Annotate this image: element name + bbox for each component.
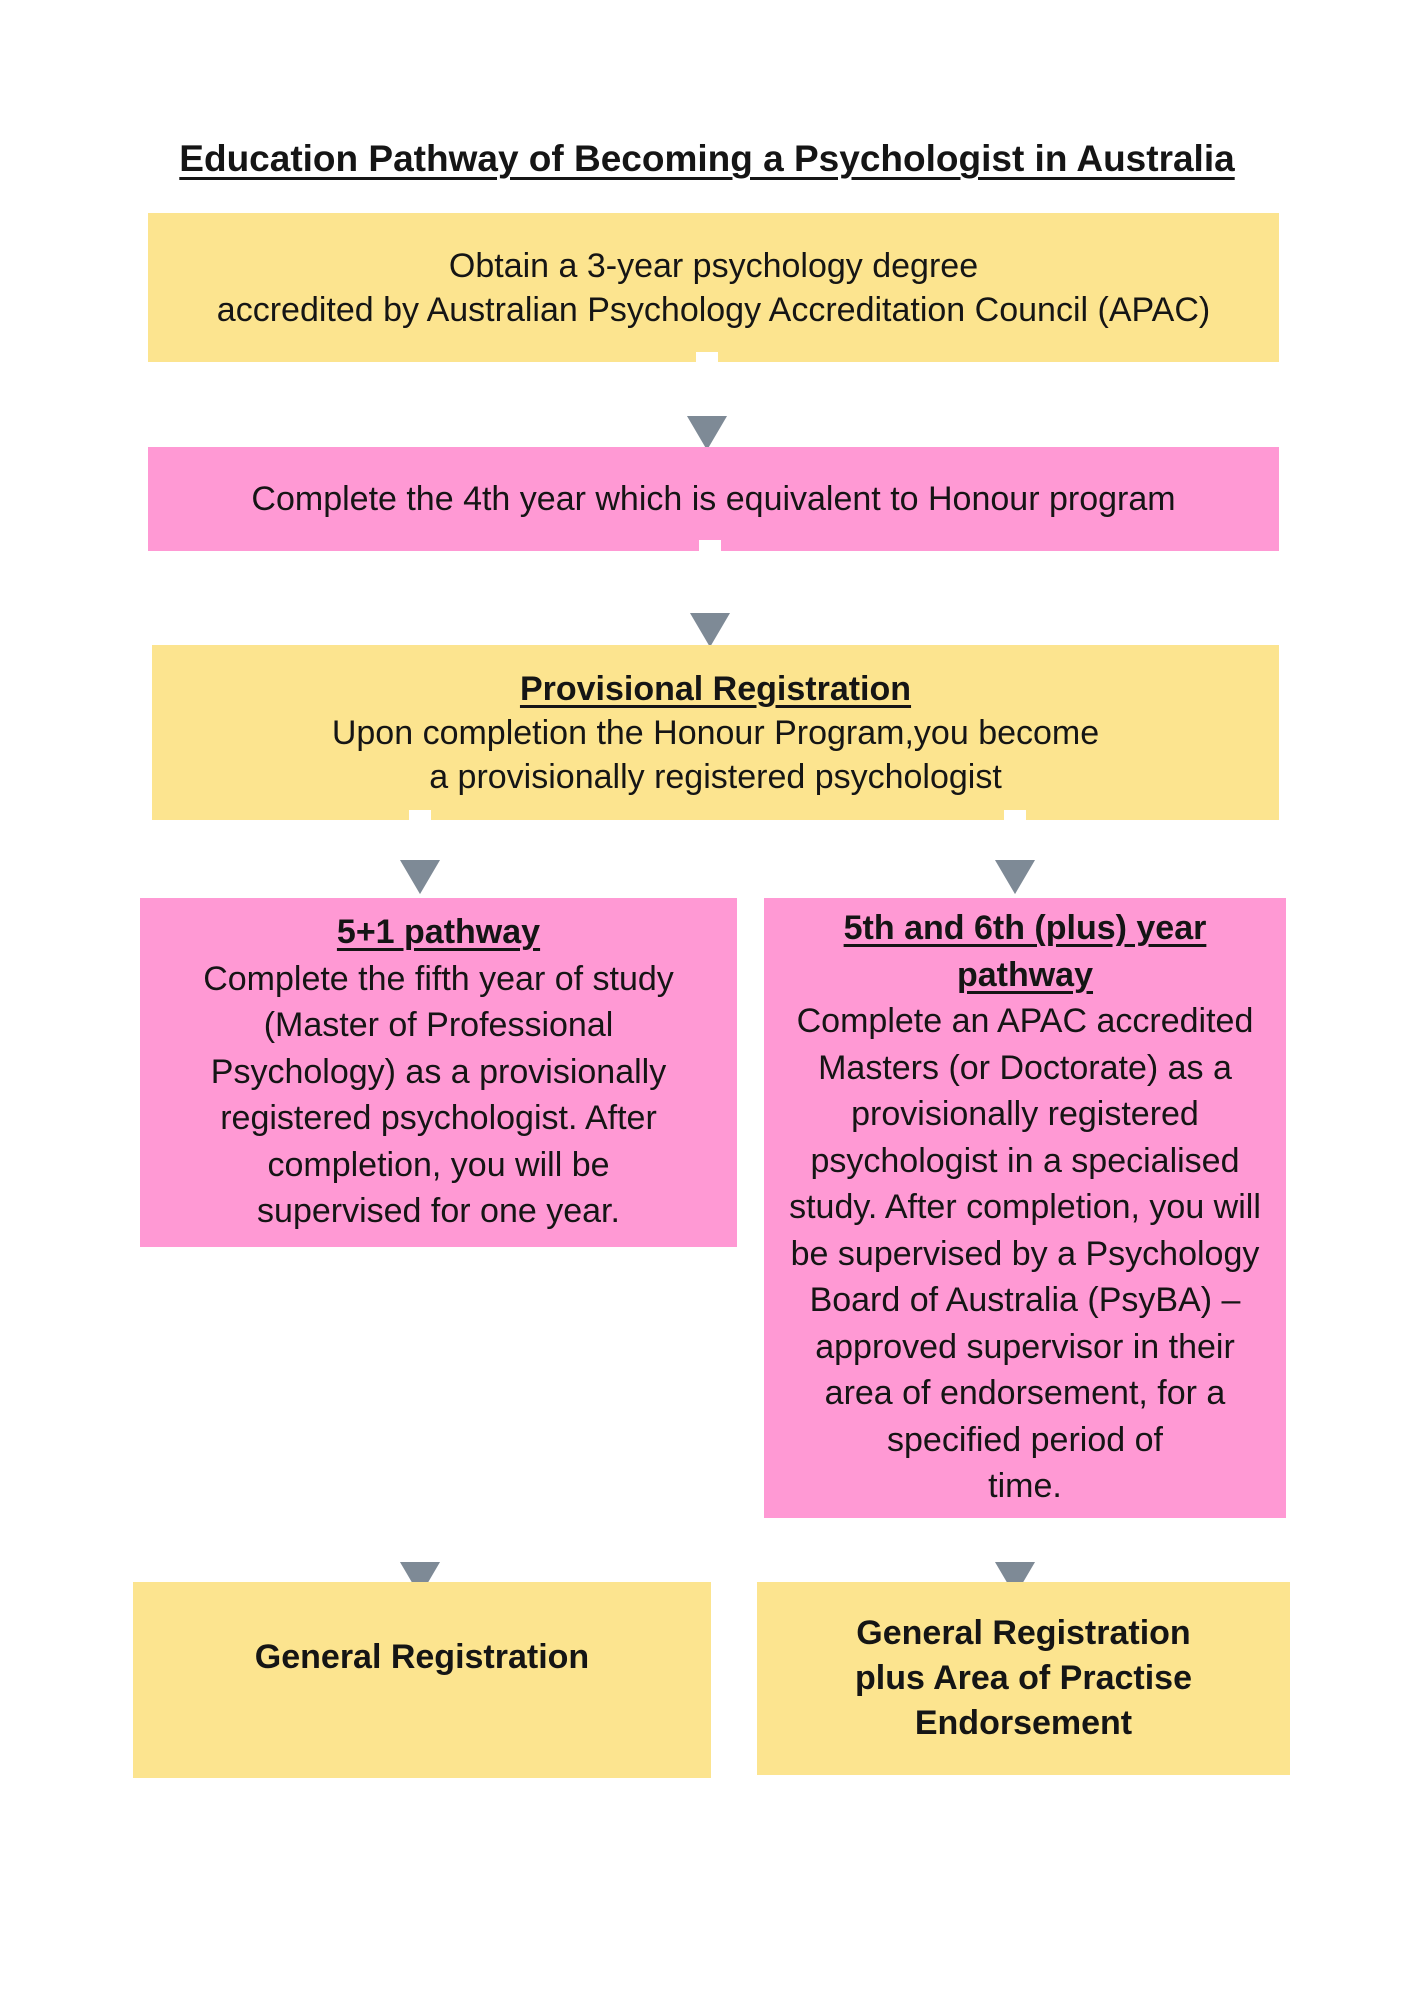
step1-text: Obtain a 3-year psychology degree accred… (216, 246, 1211, 329)
down-arrow-icon (386, 1554, 454, 1612)
outcome-left-box: General Registration (133, 1582, 711, 1778)
pathway-right-box: 5th and 6th (plus) year pathway Complete… (764, 898, 1286, 1518)
outcome-left-text: General Registration (254, 1638, 590, 1676)
outcome-right-text: General Registration plus Area of Practi… (855, 1614, 1192, 1742)
step3-text: Upon completion the Honour Program,you b… (331, 713, 1100, 796)
pathway-right-heading: 5th and 6th (plus) year pathway (843, 909, 1207, 994)
down-arrow-icon (981, 1554, 1049, 1612)
step2-box: Complete the 4th year which is equivalen… (148, 447, 1279, 551)
down-arrow-icon (676, 540, 744, 662)
down-arrow-icon (673, 352, 741, 466)
pathway-right-text: Complete an APAC accredited Masters (or … (789, 1002, 1261, 1505)
step3-box: Provisional Registration Upon completion… (152, 645, 1279, 820)
outcome-right-box: General Registration plus Area of Practi… (757, 1582, 1290, 1775)
step2-text: Complete the 4th year which is equivalen… (251, 480, 1176, 518)
page-title: Education Pathway of Becoming a Psycholo… (179, 138, 1235, 179)
down-arrow-icon (386, 810, 454, 910)
pathway-left-heading: 5+1 pathway (336, 913, 541, 951)
pathway-left-text: Complete the fifth year of study (Master… (203, 959, 674, 1231)
pathway-left-box: 5+1 pathway Complete the fifth year of s… (140, 898, 737, 1247)
step3-heading: Provisional Registration (519, 669, 912, 708)
down-arrow-icon (981, 810, 1049, 910)
step1-box: Obtain a 3-year psychology degree accred… (148, 213, 1279, 362)
